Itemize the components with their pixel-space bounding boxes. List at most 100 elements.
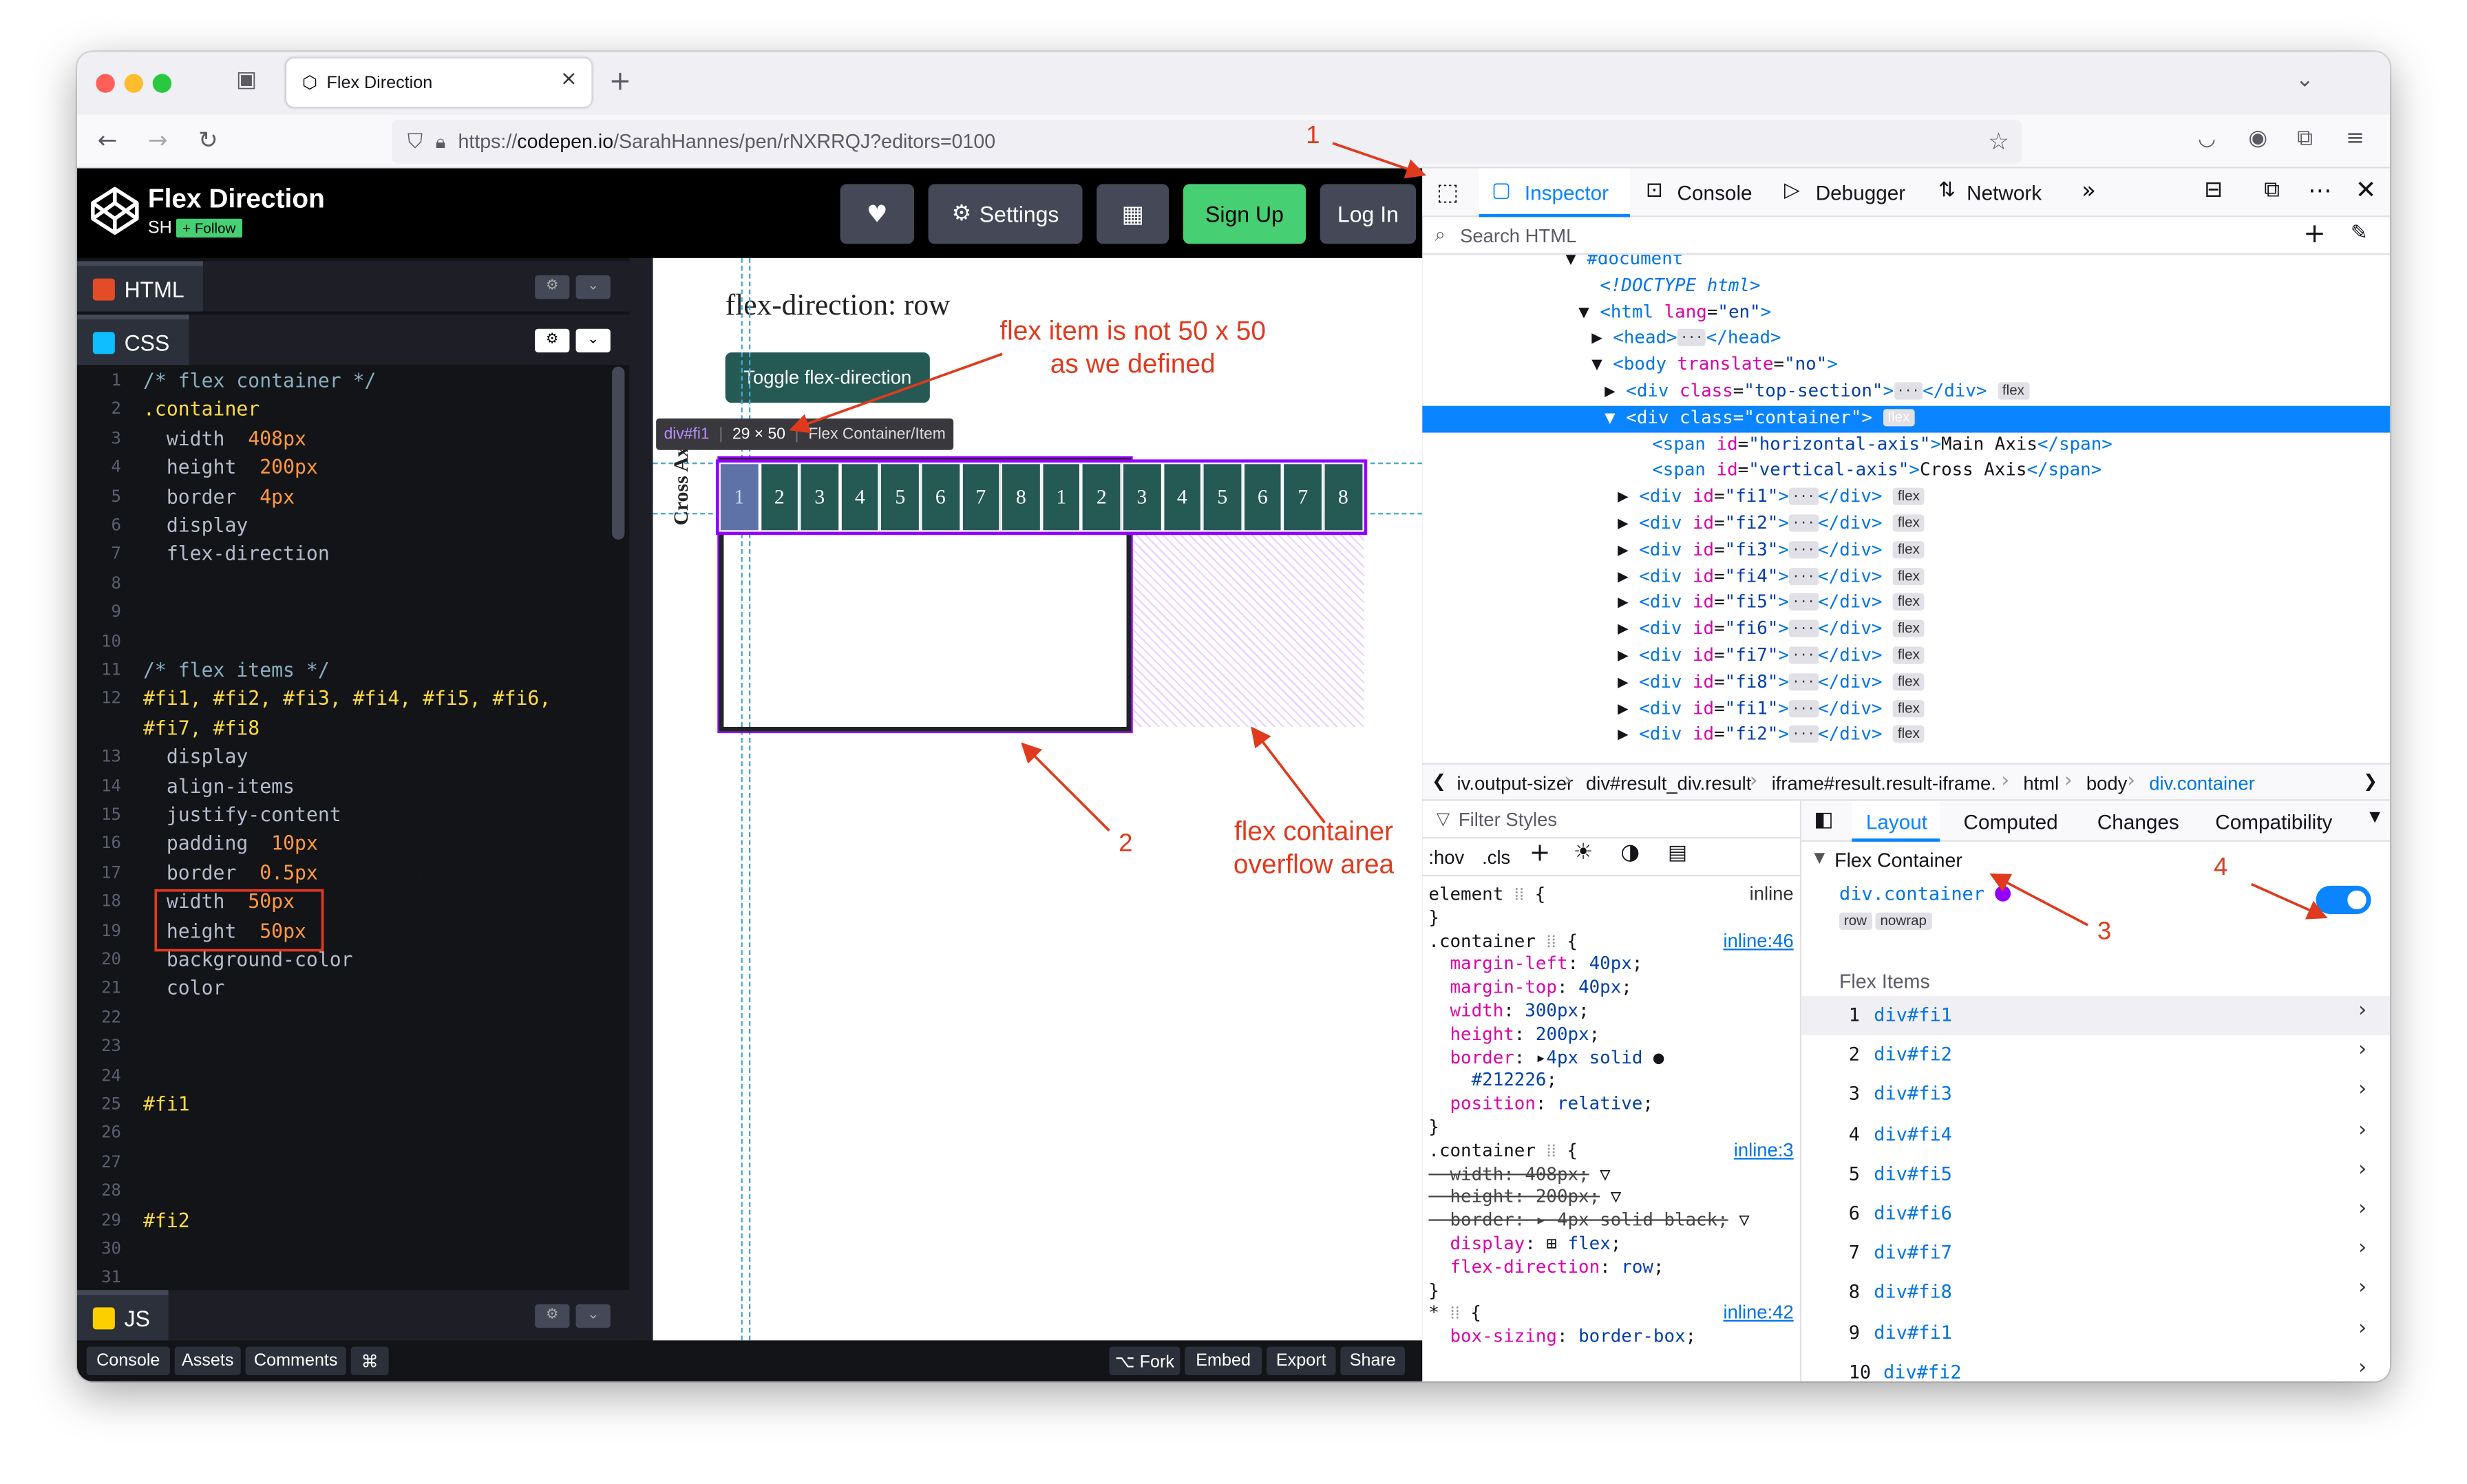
comments-button[interactable]: Comments xyxy=(245,1346,346,1375)
twisty-icon[interactable]: ▶ xyxy=(1605,381,1627,401)
tab-computed[interactable]: Computed xyxy=(1963,810,2058,834)
layout-button[interactable]: ▦ xyxy=(1097,184,1169,244)
flex-badge[interactable]: flex xyxy=(1883,408,1915,426)
close-window-button[interactable] xyxy=(96,74,115,93)
shortcuts-button[interactable]: ⌘ xyxy=(350,1346,389,1375)
search-html-input[interactable]: Search HTML xyxy=(1460,224,1577,247)
love-button[interactable]: ♥ xyxy=(840,184,914,244)
markup-node[interactable]: <span id="horizontal-axis">Main Axis</sp… xyxy=(1422,432,2390,459)
flex-item[interactable]: 7 xyxy=(960,462,1002,532)
forward-icon[interactable]: → xyxy=(147,125,168,154)
html-collapse-chevron-down-icon[interactable]: ⌄ xyxy=(575,275,611,299)
selected-node[interactable]: ▼ <div class="container"> flex xyxy=(1422,405,2390,433)
browser-tab[interactable]: ⬡ Flex Direction × xyxy=(286,58,592,107)
tab-inspector[interactable]: ▢ Inspector xyxy=(1479,168,1630,218)
flex-badge[interactable]: flex xyxy=(1893,593,1925,611)
pocket-icon[interactable]: ◡ xyxy=(2198,127,2216,151)
js-settings-icon[interactable]: ⚙ xyxy=(535,1304,570,1328)
twisty-icon[interactable]: ▶ xyxy=(1591,328,1613,349)
flex-item[interactable]: 8 xyxy=(1001,462,1041,532)
css-pane-header[interactable]: CSS ⚙ ⌄ xyxy=(76,315,630,365)
flex-badge[interactable]: flex xyxy=(1998,382,2029,400)
markup-node[interactable]: ▶ <div id="fi2">···</div> flex xyxy=(1422,723,2390,750)
flex-badge[interactable]: flex xyxy=(1893,619,1925,638)
css-tab[interactable]: CSS xyxy=(76,315,189,365)
css-code-editor[interactable]: 1/* flex container */2.container {3 widt… xyxy=(77,367,612,1381)
flex-item[interactable]: 6 xyxy=(1242,462,1283,532)
flex-item[interactable]: 4 xyxy=(840,462,880,532)
extensions-icon[interactable]: ⧉ xyxy=(2297,125,2313,151)
twisty-icon[interactable]: ▼ xyxy=(1605,407,1627,428)
markup-node[interactable]: <span id="vertical-axis">Cross Axis</spa… xyxy=(1422,458,2390,485)
twisty-icon[interactable]: ▼ xyxy=(1565,255,1587,269)
rule-source-link[interactable]: inline:3 xyxy=(1733,1138,1794,1161)
markup-node[interactable]: ▼ #document xyxy=(1422,255,2390,273)
flex-item[interactable]: 1 xyxy=(719,462,760,532)
markup-node[interactable]: ▶ <div id="fi6">···</div> flex xyxy=(1422,617,2390,644)
filter-styles-bar[interactable]: ▽ Filter Styles xyxy=(1422,801,1800,839)
markup-node[interactable]: ▼ <body translate="no"> xyxy=(1422,352,2390,379)
url-bar[interactable]: ⛉ 🔒︎ https://codepen.io/SarahHannes/pen/… xyxy=(392,119,2022,164)
breadcrumb-item[interactable]: iv.output-sizer xyxy=(1457,772,1574,795)
markup-node[interactable]: ▶ <div id="fi3">···</div> flex xyxy=(1422,538,2390,564)
follow-button[interactable]: + Follow xyxy=(176,218,242,238)
html-tab[interactable]: HTML xyxy=(76,261,204,312)
flex-item[interactable]: 8 xyxy=(1323,462,1364,532)
add-rule-icon[interactable]: + xyxy=(1529,836,1551,867)
new-tab-icon[interactable]: + xyxy=(608,65,632,98)
html-settings-icon[interactable]: ⚙ xyxy=(535,275,570,299)
tab-debugger[interactable]: Debugger xyxy=(1815,180,1906,205)
menu-icon[interactable]: ≡ xyxy=(2345,125,2364,151)
console-button[interactable]: Console xyxy=(86,1346,170,1375)
flex-badge[interactable]: flex xyxy=(1893,646,1925,664)
light-scheme-icon[interactable]: ☀ xyxy=(1573,840,1594,866)
markup-tree[interactable]: ▼ #document <!DOCTYPE html>▼ <html lang=… xyxy=(1422,255,2390,763)
collapsed-children-icon[interactable]: ··· xyxy=(1788,514,1819,532)
tab-compatibility[interactable]: Compatibility xyxy=(2215,810,2333,834)
css-settings-icon[interactable]: ⚙ xyxy=(535,328,570,352)
shield-icon[interactable]: ⛉ xyxy=(407,129,423,153)
toggle-flex-direction-button[interactable]: Toggle flex-direction xyxy=(725,352,930,403)
flex-container-section-header[interactable]: ▼ Flex Container xyxy=(1801,842,2390,880)
flex-item[interactable]: 3 xyxy=(799,462,840,532)
markup-node[interactable]: ▶ <div id="fi2">···</div> flex xyxy=(1422,511,2390,538)
flex-item[interactable]: 5 xyxy=(1202,462,1243,532)
rule-source-link[interactable]: inline:42 xyxy=(1723,1302,1794,1324)
markup-node[interactable]: ▼ <html lang="en"> xyxy=(1422,300,2390,327)
collapsed-children-icon[interactable]: ··· xyxy=(1788,593,1819,611)
twisty-icon[interactable]: ▼ xyxy=(1591,354,1613,375)
html-search-bar[interactable]: ⌕ Search HTML + ✎ xyxy=(1422,217,2390,255)
twisty-icon[interactable]: ▶ xyxy=(1618,513,1640,533)
close-devtools-icon[interactable]: ✕ xyxy=(2355,174,2377,205)
cls-toggle[interactable]: .cls xyxy=(1482,846,1511,869)
zoom-window-button[interactable] xyxy=(152,74,172,93)
flex-item[interactable]: 6 xyxy=(920,462,961,532)
twisty-icon[interactable]: ▶ xyxy=(1618,645,1640,666)
markup-node[interactable]: <!DOCTYPE html> xyxy=(1422,273,2390,300)
markup-node[interactable]: ▶ <div id="fi1">···</div> flex xyxy=(1422,485,2390,511)
markup-node[interactable]: ▶ <div id="fi1">···</div> flex xyxy=(1422,697,2390,723)
markup-node[interactable]: ▶ <div id="fi4">···</div> flex xyxy=(1422,564,2390,591)
js-tab[interactable]: JS xyxy=(76,1290,169,1341)
collapsed-children-icon[interactable]: ··· xyxy=(1788,672,1819,690)
settings-button[interactable]: ⚙Settings xyxy=(928,184,1083,244)
collapsed-children-icon[interactable]: ··· xyxy=(1788,567,1819,585)
tab-changes[interactable]: Changes xyxy=(2097,810,2179,834)
flex-item[interactable]: 4 xyxy=(1162,462,1203,532)
twisty-icon[interactable]: ▶ xyxy=(1618,724,1640,745)
overflow-menu-icon[interactable]: ⋯ xyxy=(2308,176,2332,205)
markup-node[interactable]: ▶ <head>···</head> xyxy=(1422,326,2390,353)
codepen-logo-icon[interactable] xyxy=(88,184,142,237)
flex-item[interactable]: 1 xyxy=(1041,462,1082,532)
flex-badge[interactable]: flex xyxy=(1893,567,1925,585)
css-collapse-chevron-down-icon[interactable]: ⌄ xyxy=(575,328,611,352)
author-initials[interactable]: SH xyxy=(147,218,172,238)
markup-node[interactable]: ▶ <div class="top-section">···</div> fle… xyxy=(1422,379,2390,406)
flex-badge[interactable]: flex xyxy=(1893,487,1925,506)
tab-console[interactable]: Console xyxy=(1677,180,1753,205)
